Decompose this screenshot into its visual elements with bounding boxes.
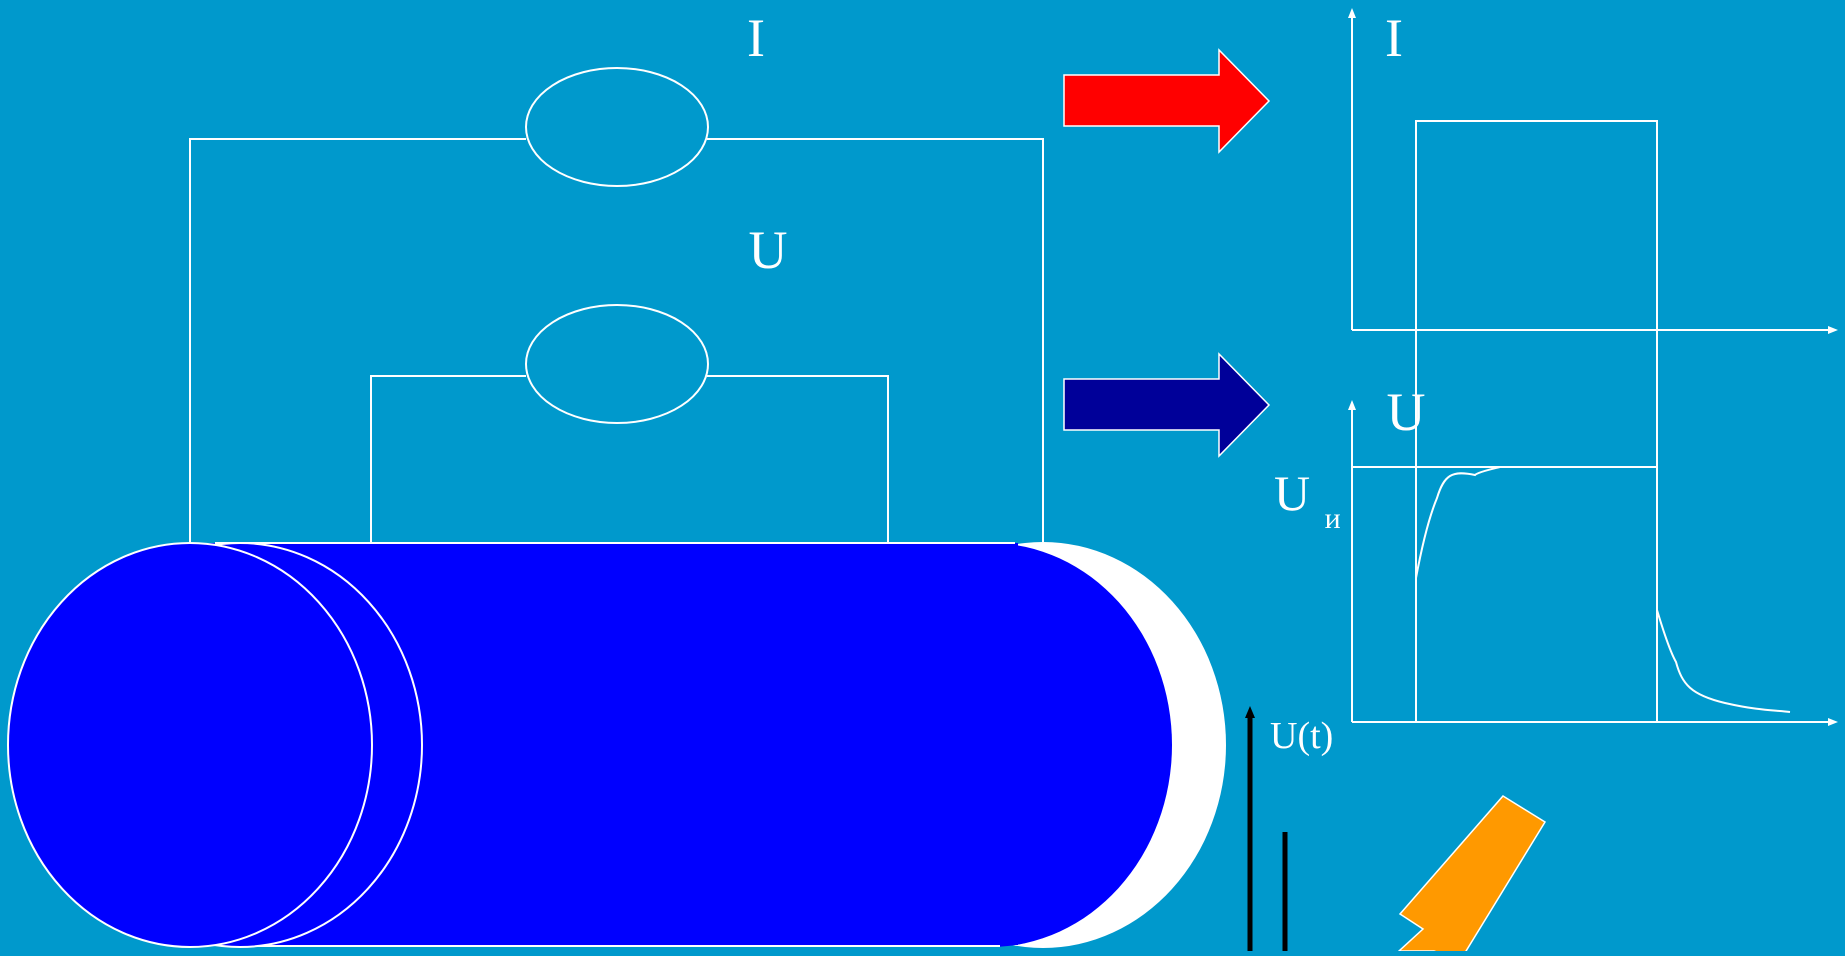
voltage-wire: [707, 375, 889, 542]
voltmeter: [525, 304, 709, 424]
cylinder-right-end: [808, 543, 1172, 947]
voltage-axis-label: U: [1387, 382, 1426, 442]
voltage-decay-curve: [1656, 609, 1791, 713]
plateau-label-subscript: и: [1325, 502, 1341, 535]
plateau-label-main: U: [1274, 465, 1310, 521]
voltage-graph: U U и: [1274, 382, 1838, 726]
current-circuit: I: [189, 8, 1044, 542]
ammeter-label: I: [747, 8, 765, 68]
current-pulse: [1415, 120, 1658, 330]
current-wire: [189, 138, 526, 542]
arrow-current-to-graph: [1063, 48, 1271, 154]
current-wire: [707, 138, 1044, 542]
voltage-wire: [370, 375, 526, 542]
voltage-rise-curve: [1415, 466, 1501, 579]
pointer-label: U(t): [1270, 715, 1333, 757]
voltage-circuit: U: [370, 220, 889, 542]
ammeter: [525, 67, 709, 187]
current-graph: I: [1348, 8, 1838, 334]
arrow-down-left: [1397, 795, 1547, 956]
cylinder-front-cap: [7, 542, 373, 948]
plateau-label: U и: [1274, 465, 1341, 535]
current-axis-label: I: [1385, 8, 1403, 68]
sample-cylinder: [7, 542, 1226, 948]
voltmeter-label: U: [749, 220, 788, 280]
arrow-voltage-to-graph: [1063, 352, 1271, 458]
voltage-pointer: U(t): [1245, 706, 1333, 951]
